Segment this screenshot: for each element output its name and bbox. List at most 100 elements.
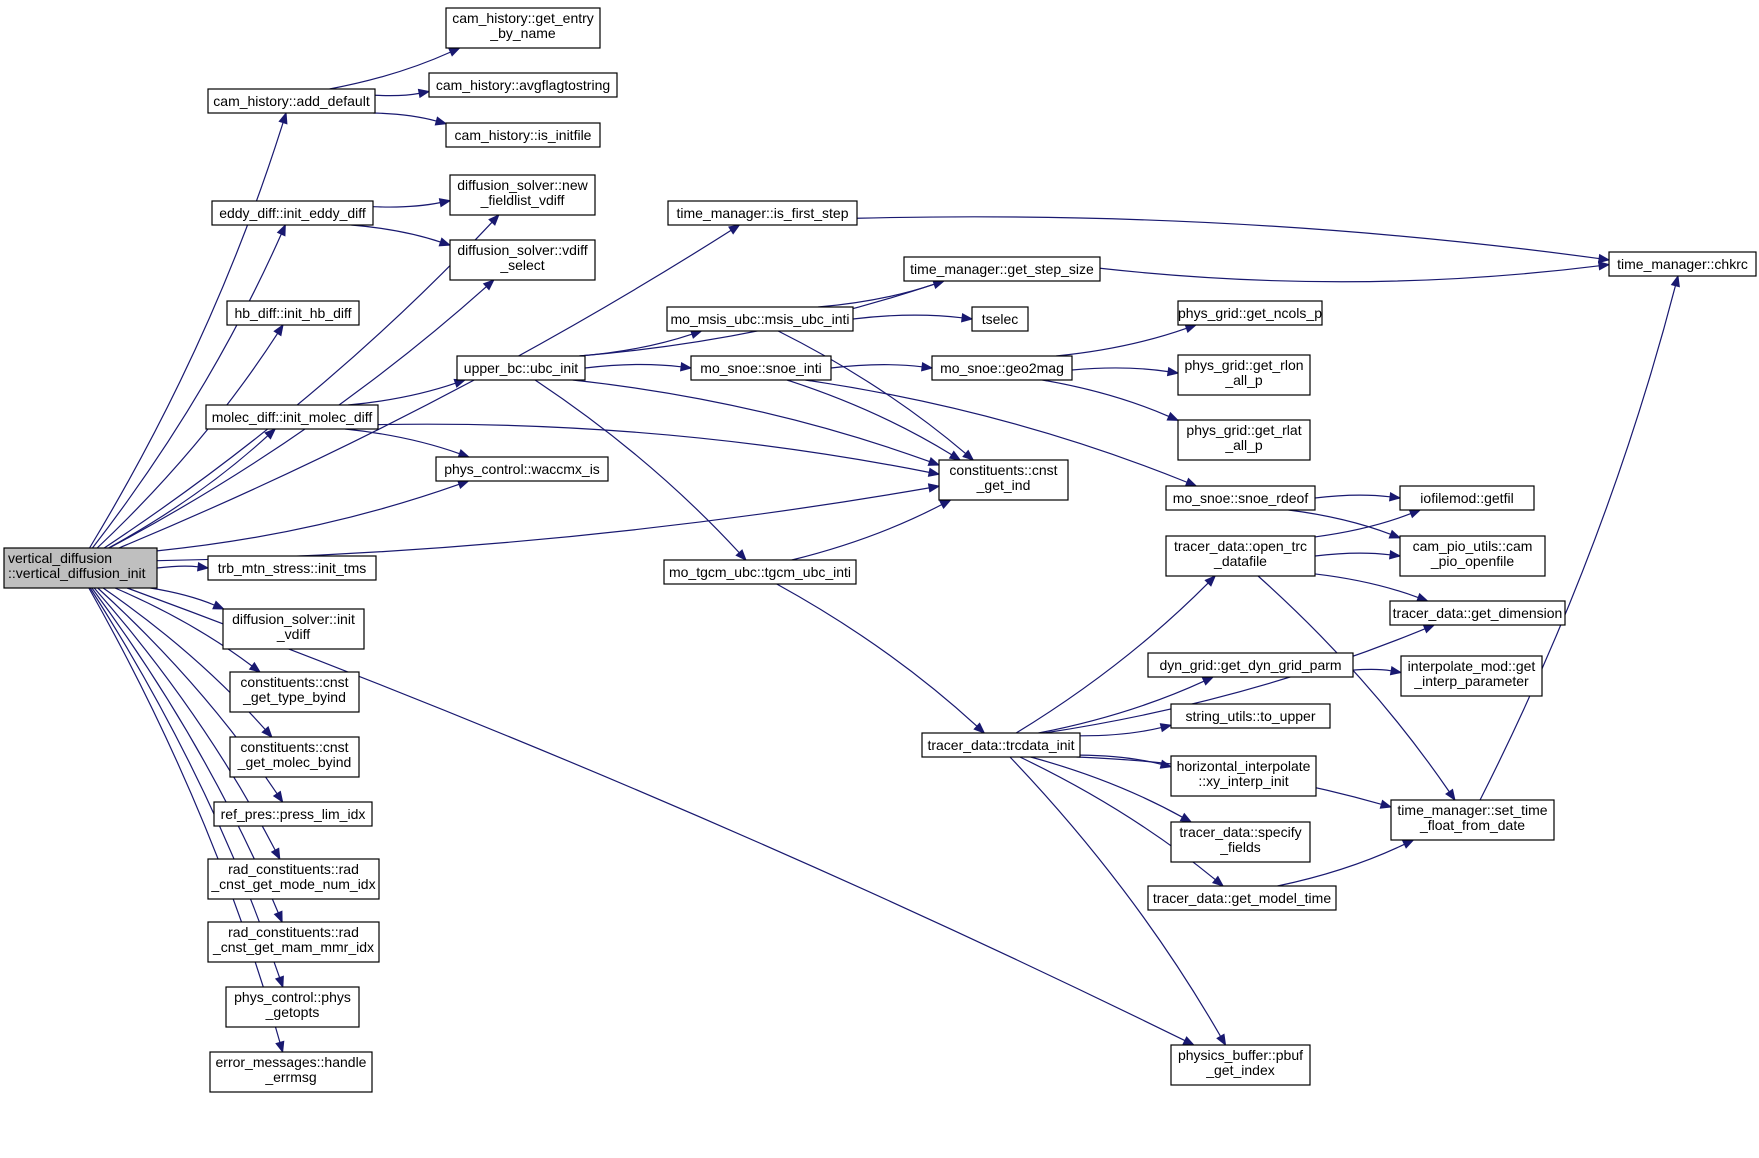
node-snoe_inti[interactable]: mo_snoe::snoe_inti <box>690 355 832 381</box>
node-ch_avgflag[interactable]: cam_history::avgflagtostring <box>428 72 618 98</box>
node-press_lim_idx[interactable]: ref_pres::press_lim_idx <box>213 801 373 827</box>
node-ds_new_fieldlist[interactable]: diffusion_solver::new_fieldlist_vdiff <box>449 174 596 216</box>
arrowhead-vd_init-to-phys_getopts <box>274 975 284 989</box>
node-box <box>1147 652 1354 678</box>
node-pio_openfile[interactable]: cam_pio_utils::cam_pio_openfile <box>1399 535 1546 577</box>
node-label-line: time_manager::chkrc <box>1617 256 1748 272</box>
edge-vd_init-to-cnst_get_ind <box>156 487 930 562</box>
node-tselec[interactable]: tselec <box>971 306 1029 332</box>
edge-vd_init-to-tm_is_first_step <box>118 229 732 549</box>
node-label-line: time_manager::is_first_step <box>677 205 849 221</box>
arrowhead-trcdata_init-to-specify_fields <box>1179 812 1193 823</box>
node-label-line: rad_constituents::rad <box>228 861 359 877</box>
arrowhead-snoe_inti-to-cnst_get_ind <box>948 450 962 461</box>
node-label-line: diffusion_solver::new <box>457 177 588 193</box>
node-geo2mag[interactable]: mo_snoe::geo2mag <box>931 355 1073 381</box>
node-cnst_molec_byind[interactable]: constituents::cnst_get_molec_byind <box>229 736 360 778</box>
edge-tgcm_inti-to-cnst_get_ind <box>791 504 942 561</box>
node-label-line: diffusion_solver::init <box>232 611 355 627</box>
node-tms_init[interactable]: trb_mtn_stress::init_tms <box>207 555 377 581</box>
node-label-line: horizontal_interpolate <box>1177 758 1311 774</box>
arrowhead-ch_add_default-to-ch_is_initfile <box>434 116 448 126</box>
node-label-line: tracer_data::specify <box>1179 824 1301 840</box>
node-label-line: tracer_data::open_trc <box>1174 538 1307 554</box>
arrowhead-tgcm_inti-to-trcdata_init <box>973 722 986 734</box>
node-tm_chkrc[interactable]: time_manager::chkrc <box>1608 251 1757 277</box>
edge-md_init-to-ubc_init <box>348 382 456 406</box>
node-tm_is_first_step[interactable]: time_manager::is_first_step <box>667 200 858 226</box>
node-label-line: phys_control::phys <box>234 989 351 1005</box>
arrowhead-vd_init-to-handle_errmsg <box>275 1040 285 1054</box>
arrowhead-dyn_grid_parm-to-interp_param <box>1389 666 1403 676</box>
arrowhead-geo2mag-to-pg_rlon <box>1166 366 1180 377</box>
node-get_model_time[interactable]: tracer_data::get_model_time <box>1147 885 1337 911</box>
node-label-line: _get_ind <box>976 477 1031 493</box>
node-box <box>3 547 158 589</box>
node-label-line: tracer_data::get_dimension <box>1393 605 1563 621</box>
node-to_upper[interactable]: string_utils::to_upper <box>1170 703 1331 729</box>
node-label-line: hb_diff::init_hb_diff <box>234 305 351 321</box>
node-hb_init[interactable]: hb_diff::init_hb_diff <box>226 300 360 326</box>
node-ch_add_default[interactable]: cam_history::add_default <box>207 88 376 114</box>
arrowhead-vd_init-to-ds_init_vdiff <box>212 600 225 610</box>
node-trcdata_init[interactable]: tracer_data::trcdata_init <box>921 732 1081 758</box>
node-pg_ncols[interactable]: phys_grid::get_ncols_p <box>1177 300 1323 326</box>
node-ds_vdiff_select[interactable]: diffusion_solver::vdiff_select <box>449 239 596 281</box>
arrowhead-vd_init-to-ed_init <box>276 223 286 237</box>
node-cnst_type_byind[interactable]: constituents::cnst_get_type_byind <box>229 671 360 713</box>
node-ch_get_entry[interactable]: cam_history::get_entry_by_name <box>445 7 601 49</box>
node-xy_interp_init[interactable]: horizontal_interpolate::xy_interp_init <box>1170 755 1317 797</box>
node-pg_rlon[interactable]: phys_grid::get_rlon_all_p <box>1177 354 1311 396</box>
node-pg_rlat[interactable]: phys_grid::get_rlat_all_p <box>1177 419 1311 461</box>
node-open_trc[interactable]: tracer_data::open_trc_datafile <box>1165 535 1316 577</box>
arrowhead-snoe_rdeof-to-pio_openfile <box>1388 529 1402 539</box>
node-rad_mam_mmr[interactable]: rad_constituents::rad_cnst_get_mam_mmr_i… <box>207 921 380 963</box>
edge-get_model_time-to-set_time_float <box>1277 843 1405 887</box>
node-label-line: cam_history::get_entry <box>452 10 594 26</box>
edge-ch_add_default-to-ch_is_initfile <box>373 112 437 122</box>
edge-md_init-to-cnst_get_ind <box>377 423 930 473</box>
node-box <box>667 200 858 226</box>
edge-md_init-to-pc_waccmx <box>345 428 460 455</box>
arrowhead-snoe_rdeof-to-getfil <box>1389 492 1402 502</box>
node-tm_get_step_size[interactable]: time_manager::get_step_size <box>903 256 1101 282</box>
node-pbuf_get_index[interactable]: physics_buffer::pbuf_get_index <box>1170 1044 1311 1086</box>
edge-ch_add_default-to-ch_avgflag <box>374 92 420 97</box>
node-label-line: mo_msis_ubc::msis_ubc_inti <box>671 311 850 327</box>
node-label-line: tselec <box>982 311 1019 327</box>
node-handle_errmsg[interactable]: error_messages::handle_errmsg <box>209 1051 373 1093</box>
node-get_dimension[interactable]: tracer_data::get_dimension <box>1389 600 1566 626</box>
arrowhead-ch_add_default-to-ch_get_entry <box>448 47 461 57</box>
node-md_init[interactable]: molec_diff::init_molec_diff <box>205 404 379 430</box>
node-tgcm_inti[interactable]: mo_tgcm_ubc::tgcm_ubc_inti <box>663 559 857 585</box>
node-ed_init[interactable]: eddy_diff::init_eddy_diff <box>211 200 374 226</box>
node-ubc_init[interactable]: upper_bc::ubc_init <box>456 355 586 381</box>
edge-trcdata_init-to-specify_fields <box>1030 756 1183 818</box>
node-vd_init[interactable]: vertical_diffusion::vertical_diffusion_i… <box>3 547 158 589</box>
node-label-line: cam_history::is_initfile <box>455 127 592 143</box>
node-snoe_rdeof[interactable]: mo_snoe::snoe_rdeof <box>1165 485 1316 511</box>
node-specify_fields[interactable]: tracer_data::specify_fields <box>1170 821 1311 863</box>
node-label-line: _interp_parameter <box>1413 673 1529 689</box>
node-ch_is_initfile[interactable]: cam_history::is_initfile <box>445 122 601 148</box>
node-phys_getopts[interactable]: phys_control::phys_getopts <box>225 986 360 1028</box>
node-label-line: cam_pio_utils::cam <box>1413 538 1533 554</box>
node-interp_param[interactable]: interpolate_mod::get_interp_parameter <box>1400 655 1543 697</box>
arrowhead-trcdata_init-to-open_trc <box>1204 575 1217 587</box>
arrowhead-vd_init-to-cnst_molec_byind <box>261 726 273 739</box>
node-box <box>1170 821 1311 863</box>
node-ds_init_vdiff[interactable]: diffusion_solver::init_vdiff <box>222 608 365 650</box>
node-getfil[interactable]: iofilemod::getfil <box>1399 485 1535 511</box>
node-msis_inti[interactable]: mo_msis_ubc::msis_ubc_inti <box>666 306 854 332</box>
arrowhead-open_trc-to-getfil <box>1408 509 1422 519</box>
node-dyn_grid_parm[interactable]: dyn_grid::get_dyn_grid_parm <box>1147 652 1354 678</box>
arrowhead-vd_init-to-pbuf_get_index <box>1182 1036 1196 1046</box>
node-label-line: _float_from_date <box>1419 817 1525 833</box>
edge-geo2mag-to-pg_rlon <box>1071 367 1169 373</box>
node-set_time_float[interactable]: time_manager::set_time_float_from_date <box>1390 799 1555 841</box>
edge-snoe_inti-to-geo2mag <box>830 364 923 369</box>
node-cnst_get_ind[interactable]: constituents::cnst_get_ind <box>938 459 1069 501</box>
edge-geo2mag-to-pg_ncols <box>1056 327 1187 357</box>
node-pc_waccmx[interactable]: phys_control::waccmx_is <box>435 456 609 482</box>
node-rad_mode_num[interactable]: rad_constituents::rad_cnst_get_mode_num_… <box>207 858 380 900</box>
